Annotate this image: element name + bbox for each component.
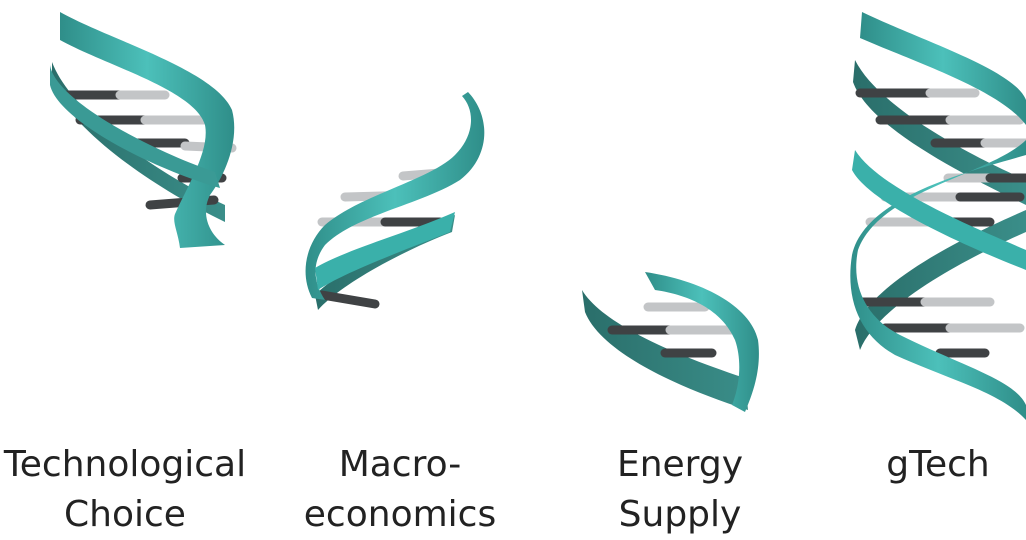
label-gtech: gTech (886, 444, 990, 485)
dna-fragment-icon (50, 12, 237, 248)
label-technological-choice: Technological Choice (3, 444, 247, 535)
dna-fragment-icon (582, 272, 759, 412)
dna-fragment-icon (305, 92, 485, 310)
label-macroeconomics: Macro- economics (303, 444, 497, 535)
dna-double-helix-icon (850, 12, 1026, 420)
label-energy-supply: Energy Supply (616, 444, 744, 535)
